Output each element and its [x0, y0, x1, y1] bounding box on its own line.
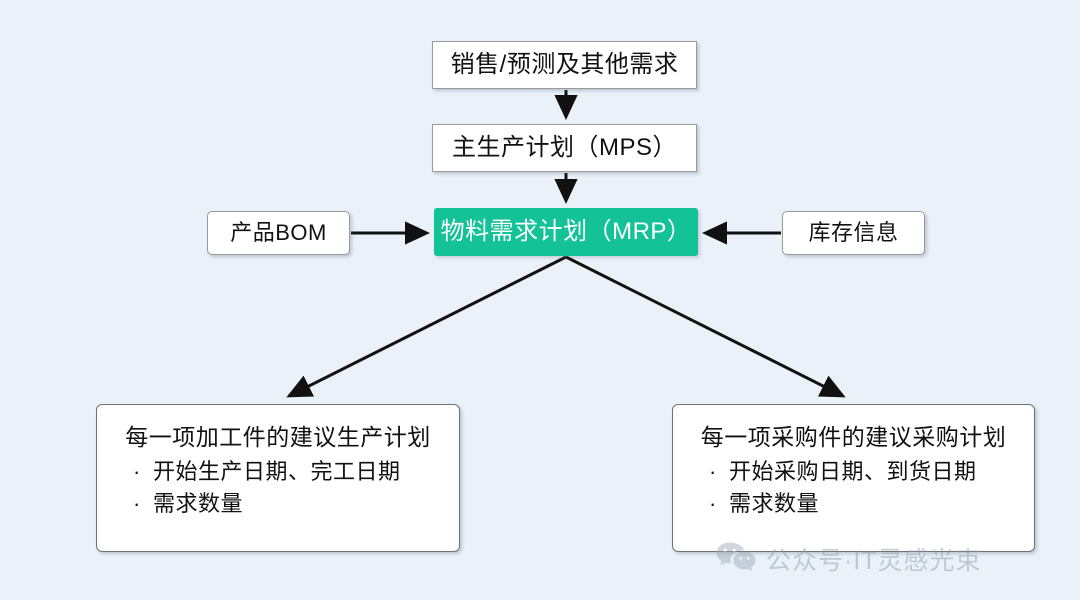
node-production-plan[interactable]: 每一项加工件的建议生产计划 · 开始生产日期、完工日期 · 需求数量 — [96, 404, 460, 552]
list-item-label: 开始采购日期、到货日期 — [729, 458, 977, 484]
list-item: · 需求数量 — [709, 488, 1018, 520]
node-demand-label: 销售/预测及其他需求 — [450, 50, 679, 78]
node-mrp-label: 物料需求计划（MRP） — [440, 217, 692, 245]
node-mrp[interactable]: 物料需求计划（MRP） — [434, 208, 698, 256]
arrow-mrp-to-production — [286, 255, 567, 398]
list-item-label: 开始生产日期、完工日期 — [153, 458, 401, 484]
node-inventory[interactable]: 库存信息 — [782, 211, 925, 255]
list-item-label: 需求数量 — [153, 490, 244, 516]
node-demand[interactable]: 销售/预测及其他需求 — [432, 41, 697, 89]
node-bom-label: 产品BOM — [230, 219, 327, 245]
node-purchase-plan[interactable]: 每一项采购件的建议采购计划 · 开始采购日期、到货日期 · 需求数量 — [672, 404, 1035, 552]
production-plan-list: · 开始生产日期、完工日期 · 需求数量 — [113, 456, 443, 520]
purchase-plan-title: 每一项采购件的建议采购计划 — [700, 424, 1007, 450]
list-item: · 开始生产日期、完工日期 — [133, 456, 443, 488]
list-item: · 开始采购日期、到货日期 — [709, 456, 1018, 488]
list-item: · 需求数量 — [133, 488, 443, 520]
arrow-mrp-to-purchase — [565, 255, 846, 398]
bullet-icon: · — [709, 490, 717, 516]
purchase-plan-list: · 开始采购日期、到货日期 · 需求数量 — [689, 456, 1018, 520]
node-bom[interactable]: 产品BOM — [207, 211, 350, 255]
production-plan-title: 每一项加工件的建议生产计划 — [125, 424, 431, 450]
bullet-icon: · — [133, 490, 141, 516]
bullet-icon: · — [133, 458, 141, 484]
node-mps-label: 主生产计划（MPS） — [451, 133, 677, 161]
node-inventory-label: 库存信息 — [808, 219, 899, 245]
bullet-icon: · — [709, 458, 717, 484]
list-item-label: 需求数量 — [729, 490, 820, 516]
node-mps[interactable]: 主生产计划（MPS） — [432, 124, 697, 172]
